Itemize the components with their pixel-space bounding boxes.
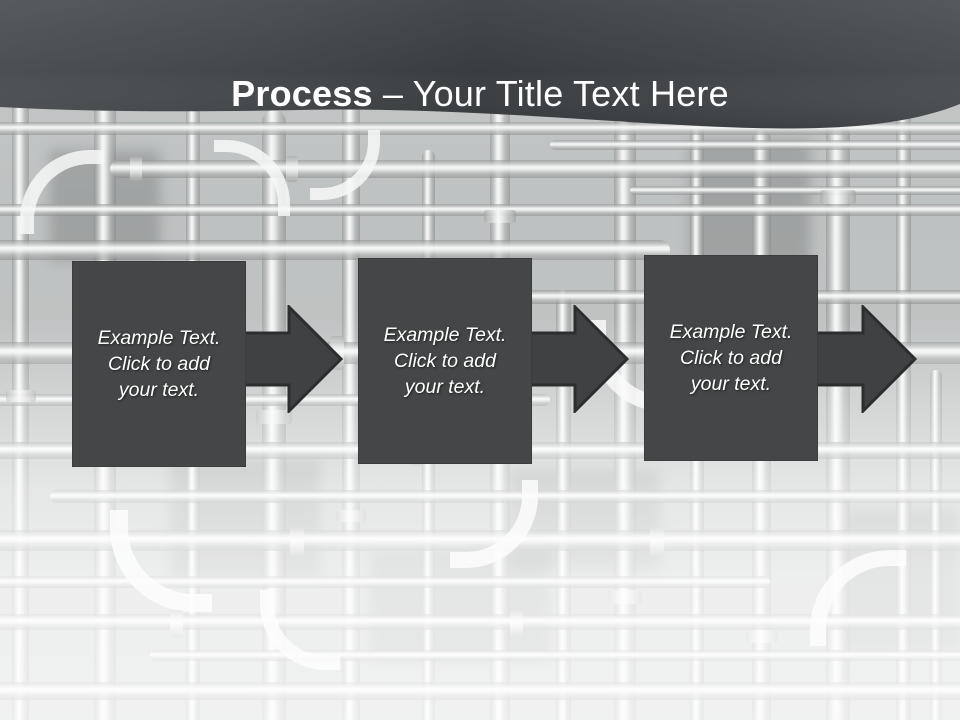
process-arrow-3[interactable] [813,303,918,415]
page-title-bold: Process [231,73,373,115]
pipe-elbow [310,130,380,200]
page-title: Process – Your Title Text Here [0,72,960,116]
pipe-horizontal [0,204,960,216]
header-banner [0,0,960,135]
pipe-horizontal [630,186,960,195]
arrow-right-icon [527,303,630,415]
pipe-horizontal [550,140,960,150]
pipe-flange [746,630,778,643]
pipe-flange [290,526,304,558]
process-step-text-3: Example Text. Click to add your text. [669,321,793,395]
pipe-flange [608,590,642,604]
process-step-box-2[interactable]: Example Text. Click to add your text. [358,258,532,464]
pipe-elbow [110,510,212,612]
process-step-text-2: Example Text. Click to add your text. [383,324,507,398]
process-arrow-2[interactable] [527,303,630,415]
pipe-elbow [20,150,104,234]
process-step-box-1[interactable]: Example Text. Click to add your text. [72,261,246,467]
pipe-flange [336,510,366,522]
pipe-horizontal [0,240,670,260]
pipe-flange [820,190,856,204]
page-title-dash: – [372,73,413,115]
process-step-text-1: Example Text. Click to add your text. [97,327,221,401]
pipe-horizontal [0,682,960,700]
arrow-right-icon [241,303,344,415]
pipe-flange [6,390,36,402]
pipe-horizontal [0,576,770,588]
pipe-flange [510,610,523,638]
pipe-horizontal [150,650,960,661]
pipe-flange [130,156,142,182]
process-arrow-1[interactable] [241,303,344,415]
page-title-rest: Your Title Text Here [412,73,729,115]
arrow-right-icon [813,303,918,415]
process-step-box-3[interactable]: Example Text. Click to add your text. [644,255,818,461]
pipe-flange [170,610,183,638]
header-wave-sheen [0,0,960,129]
header-banner-shape [0,0,960,129]
pipe-flange [650,526,664,558]
pipe-elbow [810,550,906,646]
pipe-flange [484,210,516,223]
pipe-flange [286,156,298,182]
